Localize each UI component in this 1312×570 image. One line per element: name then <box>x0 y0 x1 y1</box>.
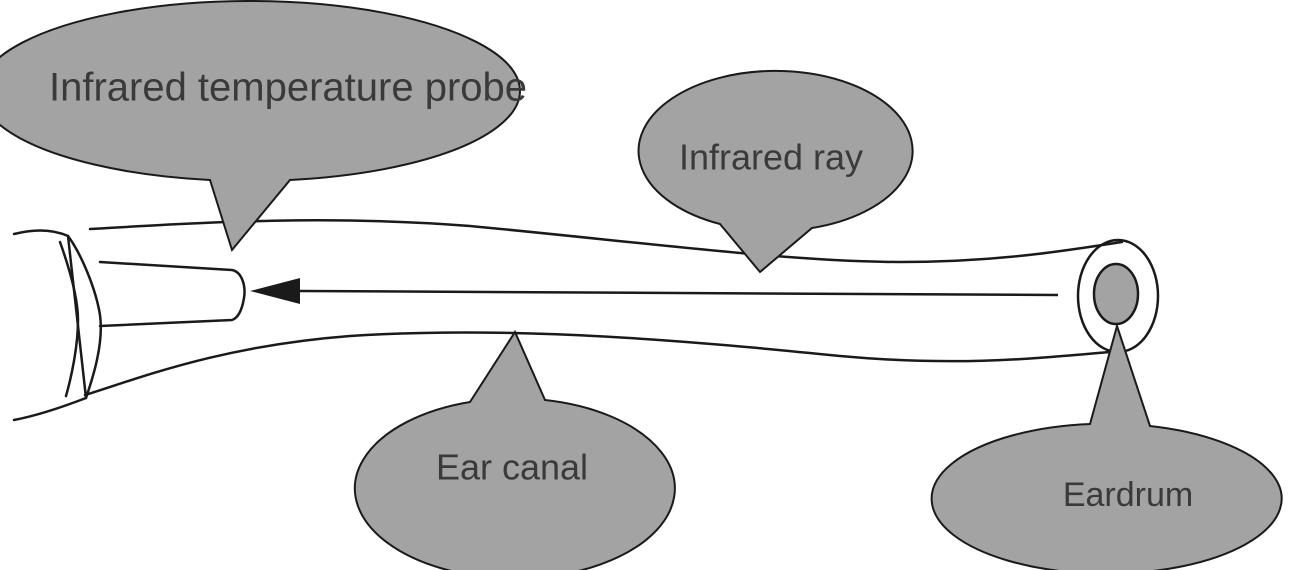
callout-eardrum-bubble <box>930 322 1283 570</box>
infrared-ray-line <box>299 289 1059 297</box>
callout-canal: Ear canal <box>353 329 676 570</box>
callout-ray-bubble <box>637 69 914 274</box>
probe-handle <box>12 229 88 422</box>
ear-canal-top-wall <box>88 219 1124 264</box>
ear-canal-tube <box>83 219 1124 397</box>
eardrum-inner <box>1092 262 1140 326</box>
thermometer-probe <box>12 229 246 422</box>
callout-eardrum-label: Eardrum <box>1063 476 1193 514</box>
arrowhead-icon <box>250 278 300 304</box>
callout-ray: Infrared ray <box>637 69 914 274</box>
probe-tip <box>98 260 246 328</box>
callout-canal-label: Ear canal <box>436 447 588 488</box>
callout-eardrum: Eardrum <box>930 322 1283 570</box>
probe-flange <box>66 234 102 400</box>
infrared-ray-arrow <box>250 278 1059 304</box>
callout-ray-label: Infrared ray <box>679 137 863 178</box>
callout-probe: Infrared temperature probe <box>0 0 527 253</box>
ear-canal-bottom-wall <box>83 331 1112 397</box>
probe-flange-inner <box>58 240 80 398</box>
callout-probe-label: Infrared temperature probe <box>49 66 527 110</box>
callout-probe-bubble <box>0 0 521 253</box>
callout-canal-bubble <box>353 329 676 570</box>
